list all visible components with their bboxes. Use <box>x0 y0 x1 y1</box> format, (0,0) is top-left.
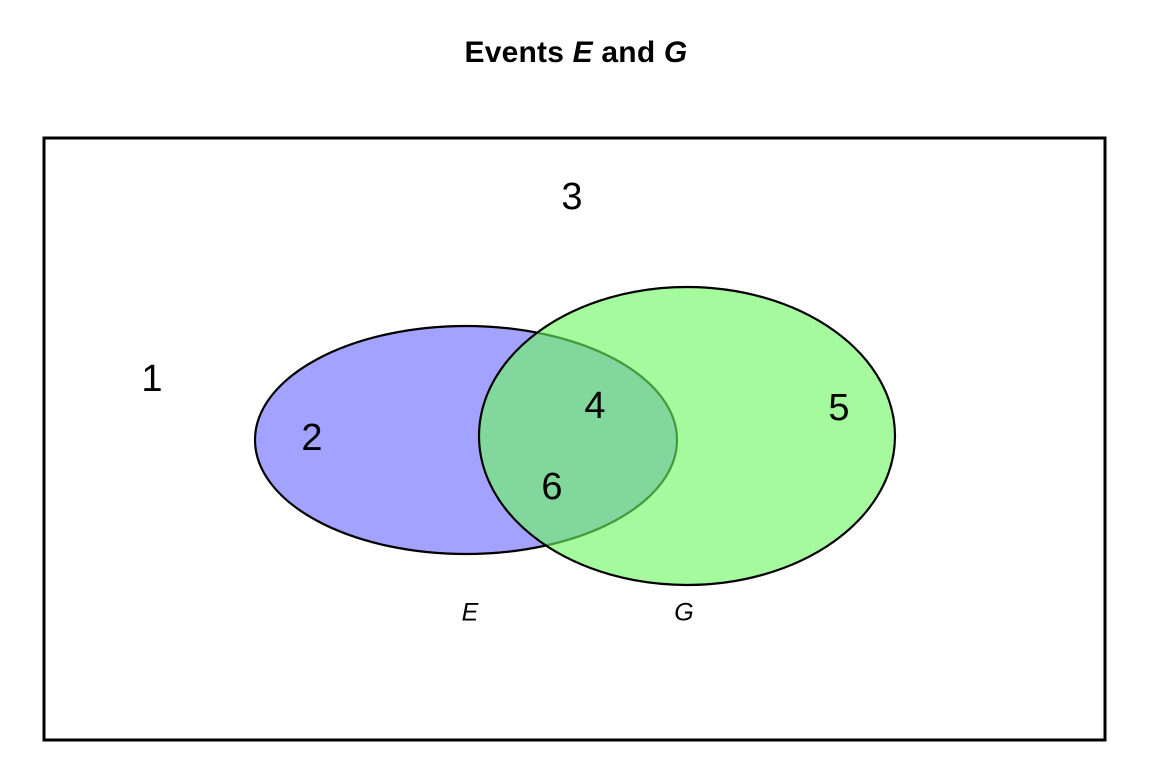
title-set-e: E <box>572 36 593 69</box>
region-label-outside-top-left: 1 <box>141 358 162 400</box>
region-label-intersection-lower: 6 <box>541 466 562 508</box>
region-label-g-only: 5 <box>828 387 849 429</box>
set-e-label: E <box>462 599 479 627</box>
set-g-ellipse[interactable] <box>477 285 897 587</box>
page-title: Events E and G <box>0 36 1152 70</box>
title-prefix: Events <box>464 36 573 69</box>
region-label-outside-top: 3 <box>561 176 582 218</box>
title-middle: and <box>592 36 664 69</box>
title-set-g: G <box>663 36 688 69</box>
region-label-intersection-upper: 4 <box>584 385 605 427</box>
set-g-label: G <box>674 599 693 627</box>
region-label-e-only: 2 <box>301 417 322 459</box>
